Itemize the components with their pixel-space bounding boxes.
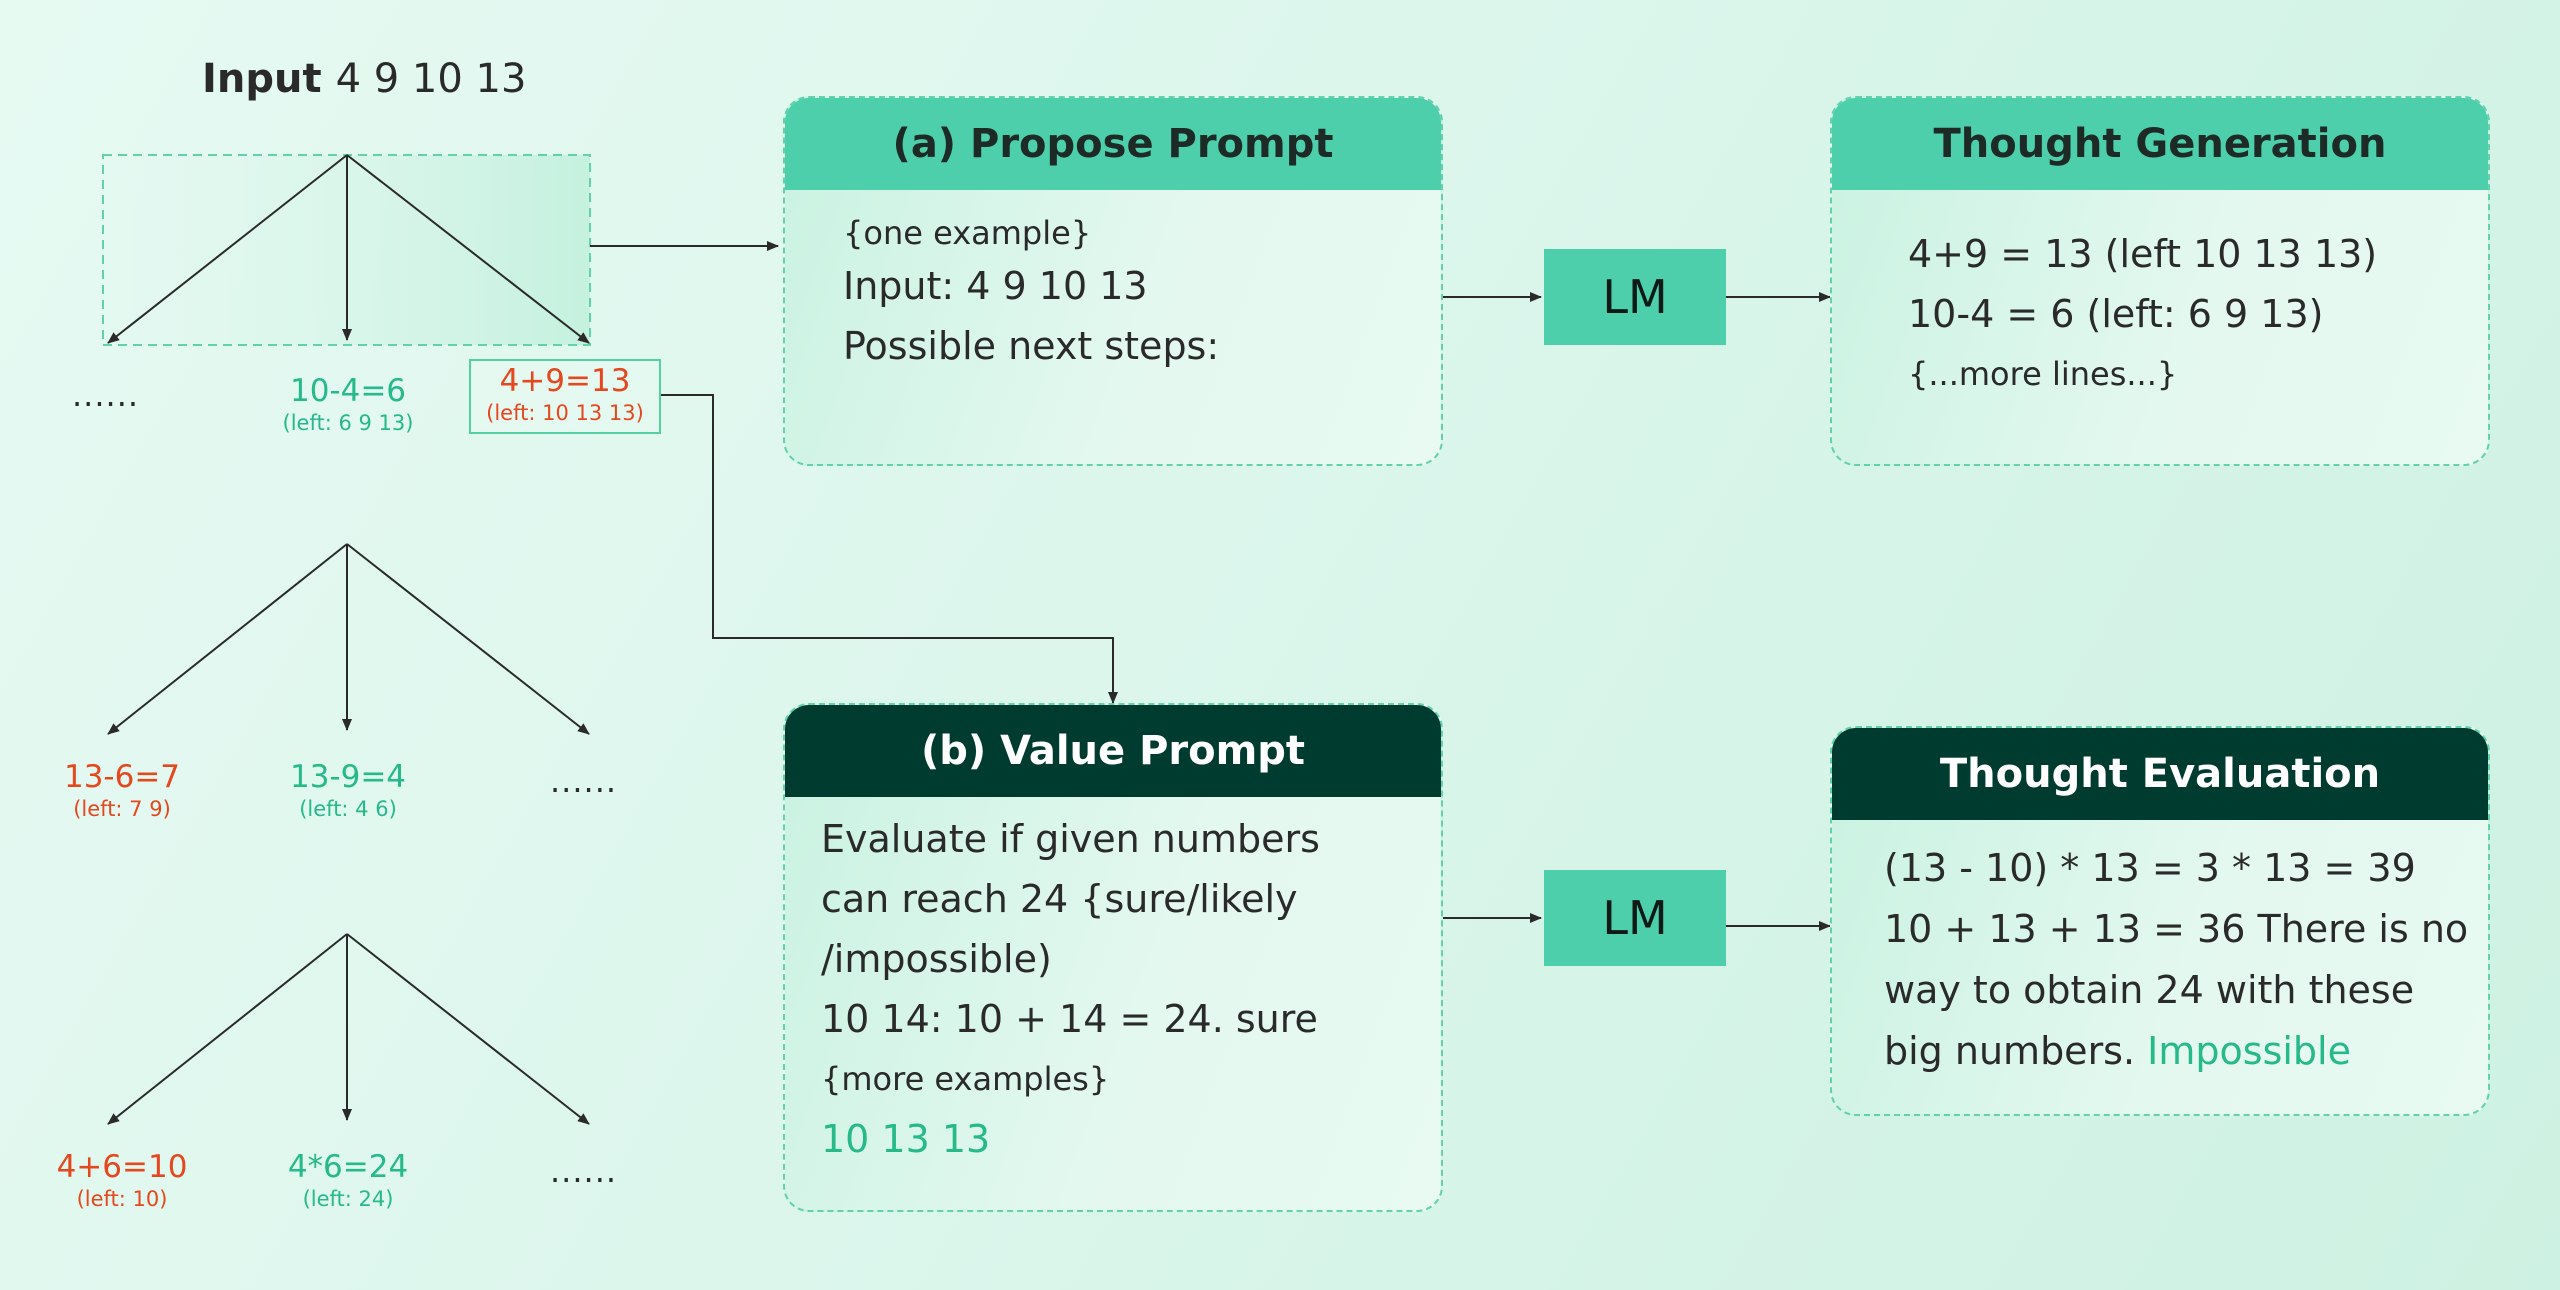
- evaluation-line: way to obtain 24 with these: [1884, 968, 2415, 1012]
- tree-node-selected: 4+9=13 (left: 10 13 13): [469, 362, 661, 426]
- prompt-line: Possible next steps:: [843, 324, 1220, 368]
- node-equation: 13-6=7: [63, 759, 181, 795]
- node-equation: 10-4=6: [289, 373, 407, 409]
- generated-thought: 4+9 = 13 (left 10 13 13): [1908, 232, 2378, 276]
- input-line: Input 4 9 10 13: [202, 56, 526, 102]
- selected-node-box: [469, 359, 661, 434]
- prompt-line: {more examples}: [821, 1060, 1110, 1098]
- propose-prompt-title: (a) Propose Prompt: [785, 98, 1441, 190]
- node-remaining: (left: 10): [76, 1187, 168, 1211]
- prompt-line: Input: 4 9 10 13: [843, 264, 1148, 308]
- tree-node: 4+6=10 (left: 10): [42, 1148, 202, 1212]
- tree-node: 4*6=24 (left: 24): [268, 1148, 428, 1212]
- node-remaining: (left: 7 9): [73, 797, 171, 821]
- tree-ellipsis: ......: [72, 376, 140, 414]
- propose-prompt-panel: (a) Propose Prompt {one example} Input: …: [783, 96, 1443, 466]
- prompt-line: {one example}: [843, 214, 1092, 252]
- flow-arrows: [590, 241, 1831, 931]
- evaluation-line-final: big numbers. Impossible: [1884, 1021, 2458, 1082]
- arrow-selected-to-value: [660, 394, 1118, 704]
- node-remaining: (left: 24): [302, 1187, 394, 1211]
- prompt-line: 10 14: 10 + 14 = 24. sure: [821, 997, 1318, 1041]
- candidate-state: 10 13 13: [821, 1117, 991, 1161]
- tree-edges-level1: [107, 154, 590, 344]
- verdict-label: Impossible: [2147, 1029, 2351, 1073]
- thought-evaluation-title: Thought Evaluation: [1832, 728, 2488, 820]
- prompt-line: can reach 24 {sure/likely: [821, 877, 1298, 921]
- node-equation: 4*6=24: [287, 1149, 409, 1185]
- node-equation: 13-9=4: [289, 759, 407, 795]
- lm-block-bottom: LM: [1544, 870, 1726, 966]
- thought-generation-panel: Thought Generation 4+9 = 13 (left 10 13 …: [1830, 96, 2490, 466]
- tree-node: 13-9=4 (left: 4 6): [268, 758, 428, 822]
- tree-node: 10-4=6 (left: 6 9 13): [268, 372, 428, 436]
- value-prompt-title: (b) Value Prompt: [785, 705, 1441, 797]
- evaluation-text: big numbers.: [1884, 1029, 2136, 1073]
- generated-thought: {...more lines...}: [1908, 355, 2178, 393]
- tree-ellipsis: ......: [550, 1152, 618, 1190]
- tree-ellipsis: ......: [550, 762, 618, 800]
- evaluation-line: 10 + 13 + 13 = 36 There is no: [1884, 907, 2469, 951]
- prompt-line: /impossible): [821, 937, 1052, 981]
- lm-block-top: LM: [1544, 249, 1726, 345]
- node-remaining: (left: 4 6): [299, 797, 397, 821]
- value-prompt-panel: (b) Value Prompt Evaluate if given numbe…: [783, 703, 1443, 1212]
- evaluation-line: (13 - 10) * 13 = 3 * 13 = 39: [1884, 846, 2416, 890]
- thought-generation-title: Thought Generation: [1832, 98, 2488, 190]
- tree-node: 13-6=7 (left: 7 9): [42, 758, 202, 822]
- tree-edges-level2: [107, 543, 590, 735]
- tree-edges-level3: [107, 933, 590, 1125]
- node-equation: 4+9=13: [499, 363, 631, 399]
- prompt-line: Evaluate if given numbers: [821, 817, 1320, 861]
- thought-evaluation-panel: Thought Evaluation (13 - 10) * 13 = 3 * …: [1830, 726, 2490, 1116]
- node-equation: 4+6=10: [56, 1149, 188, 1185]
- generated-thought: 10-4 = 6 (left: 6 9 13): [1908, 292, 2324, 336]
- node-remaining: (left: 10 13 13): [486, 401, 644, 425]
- input-label: Input: [202, 56, 322, 102]
- input-numbers: 4 9 10 13: [335, 56, 527, 102]
- node-remaining: (left: 6 9 13): [282, 411, 414, 435]
